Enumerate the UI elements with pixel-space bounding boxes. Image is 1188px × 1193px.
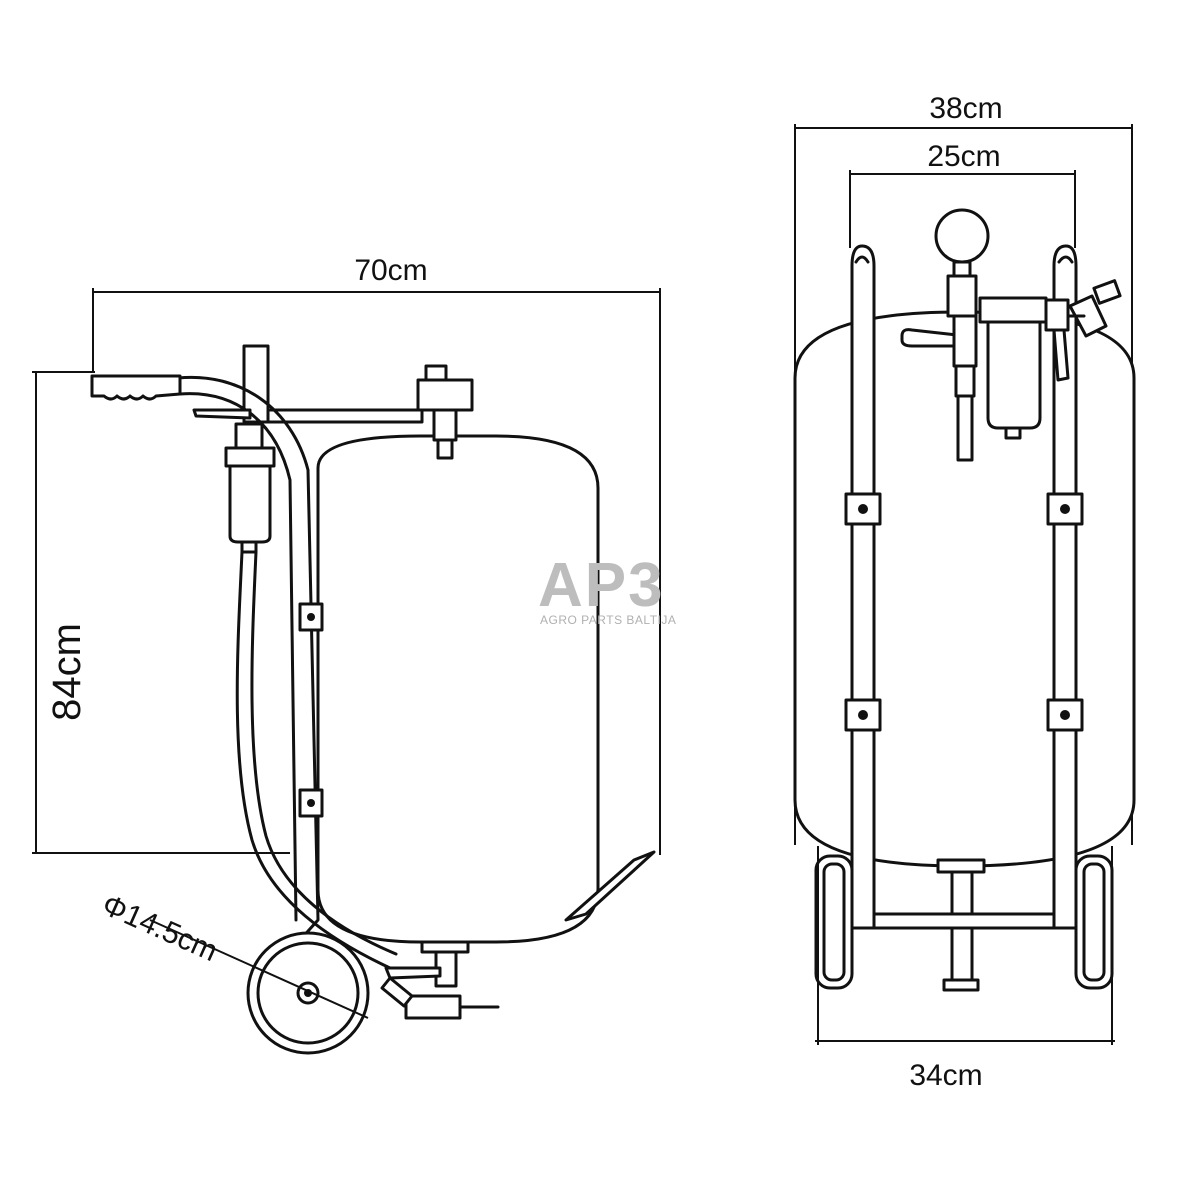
front-regulator [946, 274, 978, 318]
front-outer-width-label: 38cm [929, 92, 1002, 125]
hose-inner [250, 550, 398, 956]
bottom-handle [384, 966, 442, 980]
safety-valve [1068, 294, 1108, 338]
front-dimension-inner [849, 170, 1076, 248]
rail-left-hook [854, 255, 870, 264]
front-axle [860, 912, 1068, 930]
front-filter-bowl [986, 320, 1042, 430]
watermark-logo: AP3 AGRO PARTS BALTIJA [538, 551, 676, 627]
clamp-bolt-lower [307, 799, 315, 807]
clamp-bolt [1060, 504, 1070, 514]
wheel-diameter-leader [149, 919, 369, 1019]
handle-frame-inner [178, 392, 298, 922]
filter-drain [240, 540, 258, 554]
front-valve-body [952, 314, 978, 368]
regulator-body [416, 378, 474, 412]
handle-grip [90, 374, 182, 401]
front-side-valve [1044, 298, 1070, 332]
front-coupling [954, 364, 976, 398]
gauge-neck [952, 260, 972, 278]
clamp-bolt-upper [307, 613, 315, 621]
logo-text: AP3 [538, 551, 665, 620]
pressure-gauge [934, 208, 990, 264]
front-wheel-left [814, 854, 854, 990]
hose-outer [235, 550, 392, 970]
front-view: 38cm 25cm [793, 92, 1136, 1092]
regulator-knob [424, 364, 448, 382]
clamp-bolt [1060, 710, 1070, 720]
tank-body [316, 434, 600, 944]
wheel-diameter-label: Φ14.5cm [97, 888, 222, 968]
front-clamp-left-upper [844, 492, 882, 526]
clamp-bolt [858, 504, 868, 514]
valve-body-side [234, 422, 264, 450]
front-rail-left [850, 244, 876, 930]
front-bottom-collar [936, 858, 986, 874]
side-width-label: 70cm [354, 254, 427, 287]
front-filter-cap [978, 296, 1048, 324]
side-view: 70cm 84cm [32, 254, 661, 1055]
filter-cap [224, 446, 276, 468]
safety-valve-cap [1092, 279, 1122, 305]
logo-subtitle: AGRO PARTS BALTIJA [540, 613, 676, 627]
front-dimension-base [815, 846, 1115, 1045]
regulator-outlet [436, 438, 454, 460]
front-inner-width-label: 25cm [927, 140, 1000, 173]
rail-right-hook [1057, 255, 1074, 264]
valve-lever-side [192, 408, 252, 420]
front-wheel-right [1074, 854, 1114, 990]
outlet-block [404, 994, 462, 1020]
clamp-bolt [858, 710, 868, 720]
front-pipe [956, 394, 974, 462]
side-dimension-frame [32, 288, 661, 855]
side-wheel [246, 931, 370, 1055]
support-leg [564, 850, 656, 922]
front-base-width-label: 34cm [909, 1059, 982, 1092]
side-height-label: 84cm [45, 623, 89, 721]
front-stand-foot [942, 978, 980, 992]
front-filter-drain [1004, 426, 1022, 440]
handle-frame-outer [176, 375, 320, 942]
top-bracket [260, 408, 424, 424]
front-rail-right [1052, 244, 1078, 930]
front-side-lever [1052, 328, 1070, 382]
regulator-stem [432, 408, 458, 442]
filter-bowl [228, 464, 272, 544]
outlet-coupling [380, 976, 414, 1008]
